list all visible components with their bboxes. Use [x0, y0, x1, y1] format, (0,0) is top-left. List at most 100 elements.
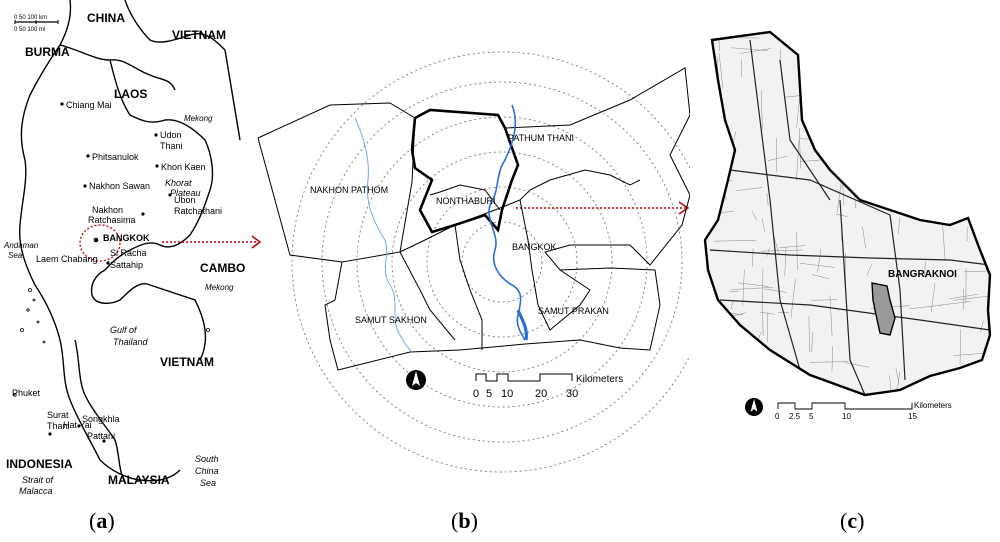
street-segment: [898, 217, 900, 235]
cambodia-coast: [149, 284, 207, 361]
street-segment: [717, 161, 723, 184]
nonthaburi-outline: [410, 108, 520, 234]
bangkok-streets-svg: BANGRAKNOI Kilometers 0 2.5 5 10 15: [694, 10, 1000, 421]
city-markers: [48, 102, 172, 443]
street-segment: [875, 175, 881, 203]
label-hat-yai: Hat Yai: [63, 420, 92, 430]
label-nakhon-pathom: NAKHON PATHOM: [310, 185, 388, 195]
street-segment: [736, 187, 763, 191]
label-laos: LAOS: [114, 87, 147, 101]
labels-a: CHINA VIETNAM BURMA LAOS CAMBODIA VIETNA…: [3, 11, 266, 496]
chao-phraya-river: [488, 104, 526, 341]
street-segment: [848, 89, 852, 129]
street-segment: [706, 88, 713, 115]
street-segment: [796, 231, 798, 271]
label-si-racha: Si Racha: [110, 248, 147, 258]
street-segment: [960, 66, 967, 105]
street-segment: [887, 107, 893, 118]
street-segment: [836, 213, 848, 217]
scale-tick-c-3: 10: [842, 412, 851, 421]
mekong-border: [109, 59, 214, 236]
street-segment: [809, 361, 849, 363]
caption-b: (b): [451, 508, 478, 533]
street-segment: [978, 35, 983, 47]
street-segment: [844, 362, 869, 368]
street-segment: [761, 249, 803, 252]
west-coast: [18, 0, 101, 461]
street-segment: [957, 190, 986, 196]
street-segment: [920, 52, 925, 88]
label-indonesia: INDONESIA: [6, 457, 73, 471]
street-segment: [859, 10, 862, 31]
nakhon-pathom-west: [257, 137, 343, 263]
street-segment: [795, 37, 810, 43]
label-phitsanulok: Phitsanulok: [92, 152, 139, 162]
street-segment: [731, 287, 774, 290]
street-segment: [779, 245, 805, 249]
label-south-china: China: [195, 466, 219, 476]
scale-bar-a: 0 50 100 km 0 50 100 mi: [14, 15, 59, 33]
label-ubon: Ubon: [174, 195, 196, 205]
street-segment: [993, 106, 995, 142]
street-segment: [773, 236, 779, 253]
label-vietnam-south: VIETNAM: [160, 355, 214, 369]
label-china: CHINA: [87, 11, 125, 25]
street-segment: [730, 300, 734, 310]
caption-c: (c): [840, 508, 865, 533]
tha-chin-river: [354, 117, 413, 353]
street-segment: [960, 137, 966, 155]
label-pathum-thani: PATHUM THANI: [508, 133, 574, 143]
street-segment: [990, 371, 1000, 372]
street-segment: [964, 166, 968, 199]
label-burma: BURMA: [25, 45, 70, 59]
scale-bar-c: Kilometers 0 2.5 5 10 15: [775, 401, 952, 421]
street-segment: [742, 269, 745, 306]
label-gulf-thailand: Thailand: [113, 337, 149, 347]
label-vietnam-north: VIETNAM: [172, 28, 226, 42]
street-segment: [931, 283, 936, 312]
street-segment: [819, 45, 851, 47]
scale-tick-b-2: 10: [501, 388, 513, 400]
street-segment: [796, 140, 800, 181]
scale-tick-c-0: 0: [775, 412, 780, 421]
street-segment: [916, 109, 948, 116]
street-segment: [782, 379, 796, 382]
street-segment: [947, 180, 951, 198]
street-segment: [948, 294, 978, 300]
caption-c-letter: c: [847, 508, 858, 533]
street-segment: [909, 304, 942, 310]
street-segment: [817, 248, 822, 273]
street-segment: [731, 47, 768, 52]
bangkok-coast: [90, 269, 151, 304]
label-south: South: [195, 454, 219, 464]
scale-tick-b-3: 20: [535, 388, 547, 400]
street-segment: [780, 378, 792, 381]
street-segment: [808, 316, 810, 353]
label-malaysia: MALAYSIA: [108, 473, 170, 487]
street-segment: [849, 14, 851, 28]
street-segment: [847, 31, 876, 32]
label-andaman-sea: Sea: [8, 251, 23, 260]
street-segment: [892, 77, 927, 82]
street-segment: [766, 193, 769, 206]
label-udon-thani: Thani: [160, 141, 183, 151]
street-segment: [811, 332, 813, 353]
bangraknoi-district: [871, 282, 896, 336]
bangkok-north-boundary: [399, 169, 641, 253]
street-segment: [875, 47, 880, 73]
street-segment: [827, 382, 829, 395]
street-segment: [904, 46, 930, 52]
street-segment: [963, 270, 990, 273]
bangkok-east-inner: [519, 199, 551, 331]
street-segment: [826, 30, 853, 32]
islands: [13, 288, 210, 397]
street-segment: [694, 199, 699, 226]
label-ratchasima: Ratchasima: [88, 215, 136, 225]
street-segment: [807, 32, 825, 37]
label-khon-kaen: Khon Kaen: [161, 162, 206, 172]
street-segment: [811, 299, 837, 301]
street-segment: [739, 48, 772, 54]
samut-sakhon-west: [399, 251, 456, 341]
scale-tick-b-4: 30: [566, 388, 578, 400]
laos-north-border: [124, 0, 226, 51]
